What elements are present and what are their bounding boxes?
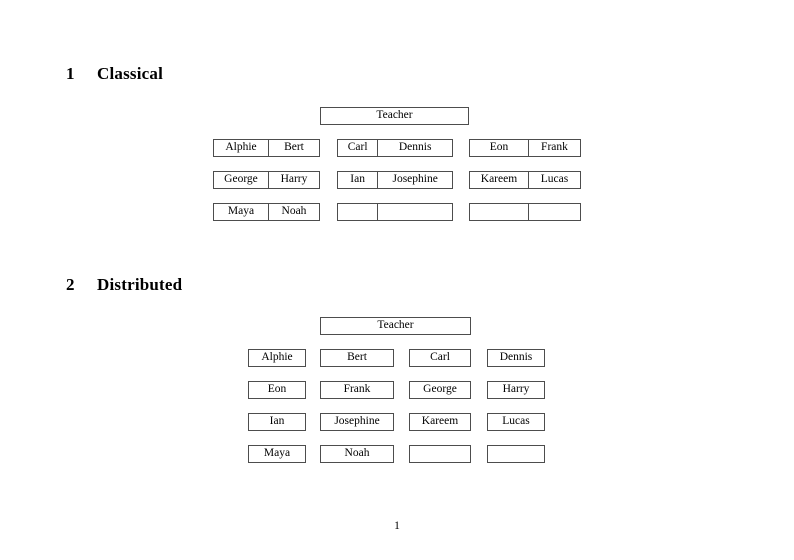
node-cell: Eon	[267, 383, 287, 396]
classical-box-row1-col3[interactable]: Eon Frank	[469, 139, 581, 157]
node-cell: Alphie	[225, 141, 257, 154]
node-cell: Dennis	[377, 140, 452, 156]
node-cell: Ian	[269, 415, 285, 428]
distributed-box-row4-col4[interactable]	[487, 445, 545, 463]
section-title: Distributed	[97, 275, 183, 294]
distributed-box-row2-col3[interactable]: George	[409, 381, 471, 399]
node-cell: Noah	[344, 447, 370, 460]
node-cell: Eon	[489, 141, 509, 154]
node-cell: Harry	[267, 172, 319, 188]
distributed-box-row3-col2[interactable]: Josephine	[320, 413, 394, 431]
node-cell: Bert	[347, 351, 367, 364]
section-number: 1	[66, 64, 75, 83]
distributed-box-row1-col2[interactable]: Bert	[320, 349, 394, 367]
classical-box-row1-col2[interactable]: Carl Dennis	[337, 139, 453, 157]
node-cell: Kareem	[421, 415, 459, 428]
node-cell: Noah	[267, 204, 319, 220]
classical-box-row2-col3[interactable]: Kareem Lucas	[469, 171, 581, 189]
distributed-box-row2-col1[interactable]: Eon	[248, 381, 306, 399]
node-cell: Frank	[343, 383, 371, 396]
section-heading-classical: 1 Classical	[66, 64, 163, 84]
distributed-box-row1-col1[interactable]: Alphie	[248, 349, 306, 367]
classical-box-row3-col2[interactable]	[337, 203, 453, 221]
distributed-box-row1-col4[interactable]: Dennis	[487, 349, 545, 367]
node-cell: George	[224, 173, 258, 186]
section-title: Classical	[97, 64, 164, 83]
node-cell: Ian	[350, 173, 365, 186]
node-cell	[377, 204, 452, 220]
classical-box-row1-col1[interactable]: Alphie Bert	[213, 139, 320, 157]
classical-box-row2-col2[interactable]: Ian Josephine	[337, 171, 453, 189]
distributed-box-row3-col3[interactable]: Kareem	[409, 413, 471, 431]
node-cell: Josephine	[334, 415, 380, 428]
classical-box-row3-col1[interactable]: Maya Noah	[213, 203, 320, 221]
node-cell: Maya	[263, 447, 291, 460]
teacher-box-distributed[interactable]: Teacher	[320, 317, 471, 335]
node-cell	[470, 204, 528, 220]
distributed-box-row3-col4[interactable]: Lucas	[487, 413, 545, 431]
node-cell	[488, 446, 544, 462]
section-number: 2	[66, 275, 75, 294]
node-cell: Maya	[227, 205, 255, 218]
node-cell: Carl	[430, 351, 450, 364]
classical-box-row3-col3[interactable]	[469, 203, 581, 221]
distributed-box-row2-col4[interactable]: Harry	[487, 381, 545, 399]
distributed-box-row4-col1[interactable]: Maya	[248, 445, 306, 463]
node-cell: Kareem	[480, 173, 518, 186]
node-cell: Josephine	[377, 172, 452, 188]
distributed-box-row2-col2[interactable]: Frank	[320, 381, 394, 399]
teacher-label: Teacher	[377, 319, 414, 332]
teacher-label: Teacher	[376, 109, 413, 122]
node-cell: Harry	[502, 383, 530, 396]
node-cell: Lucas	[502, 415, 530, 428]
node-cell: George	[423, 383, 457, 396]
node-cell: Lucas	[527, 172, 580, 188]
node-cell	[410, 446, 470, 462]
teacher-box-classical[interactable]: Teacher	[320, 107, 469, 125]
distributed-box-row4-col3[interactable]	[409, 445, 471, 463]
node-cell: Alphie	[261, 351, 293, 364]
distributed-box-row3-col1[interactable]: Ian	[248, 413, 306, 431]
node-cell: Dennis	[499, 351, 533, 364]
distributed-box-row1-col3[interactable]: Carl	[409, 349, 471, 367]
node-cell	[338, 204, 377, 220]
node-cell: Bert	[267, 140, 319, 156]
node-cell: Frank	[527, 140, 580, 156]
distributed-box-row4-col2[interactable]: Noah	[320, 445, 394, 463]
classical-box-row2-col1[interactable]: George Harry	[213, 171, 320, 189]
section-heading-distributed: 2 Distributed	[66, 275, 182, 295]
node-cell	[527, 204, 580, 220]
page-number: 1	[394, 520, 400, 532]
node-cell: Carl	[347, 141, 368, 154]
